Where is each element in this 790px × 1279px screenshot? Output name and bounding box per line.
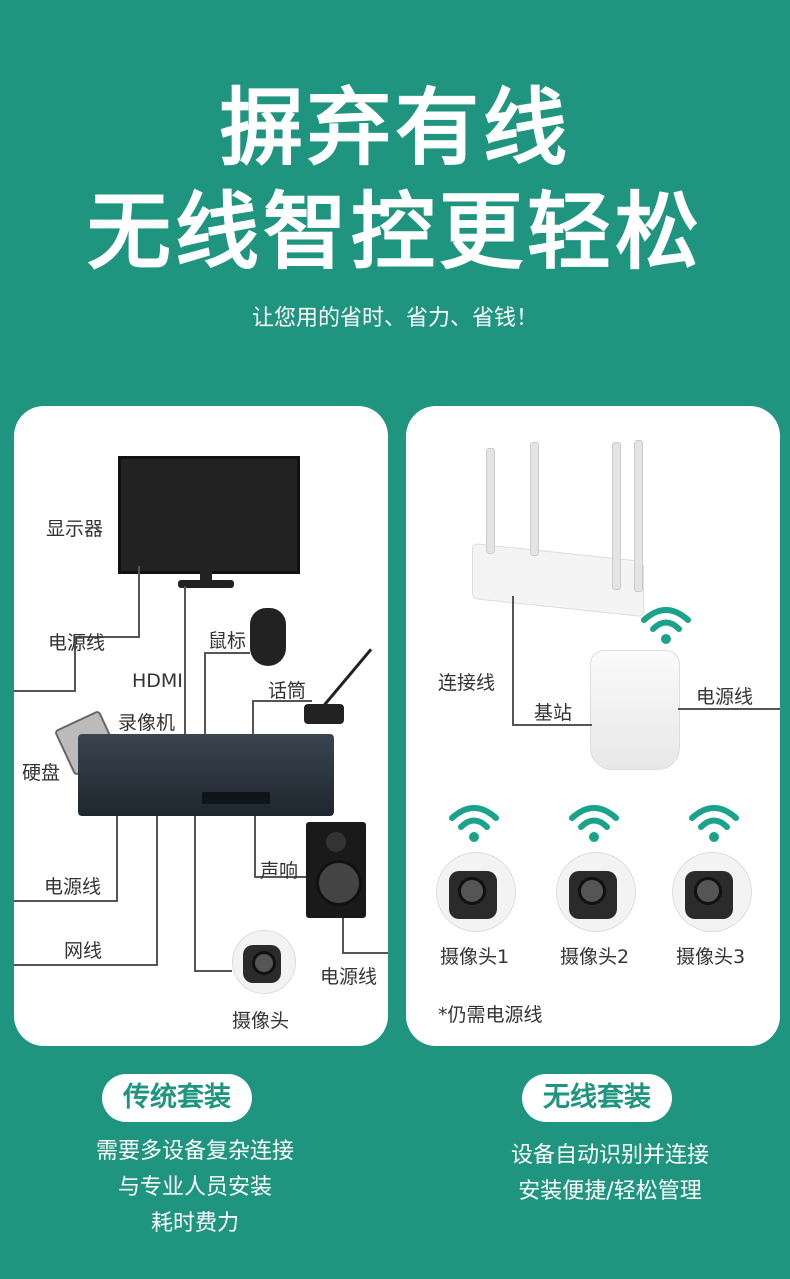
label-mic: 话筒 bbox=[268, 680, 307, 702]
label-camera: 摄像头 bbox=[232, 1010, 290, 1032]
router-antenna bbox=[486, 448, 495, 554]
camera-1-image bbox=[436, 852, 516, 932]
nvr-panel bbox=[202, 792, 270, 804]
subtitle: 让您用的省时、省力、省钱！ bbox=[251, 306, 538, 331]
wireless-desc-line: 安装便捷/轻松管理 bbox=[518, 1179, 702, 1204]
label-connect: 连接线 bbox=[438, 672, 496, 694]
label-camera-3: 摄像头3 bbox=[676, 946, 746, 968]
monitor-neck bbox=[200, 570, 212, 582]
traditional-desc-line: 需要多设备复杂连接 bbox=[95, 1139, 294, 1164]
label-hdd: 硬盘 bbox=[22, 762, 61, 784]
traditional-desc: 需要多设备复杂连接 与专业人员安装 耗时费力 bbox=[40, 1134, 350, 1242]
wireless-panel: 连接线 基站 电源线 摄像头1 摄像头2 摄像头3 *仍需电源线 bbox=[406, 406, 780, 1046]
wifi-icon bbox=[449, 805, 499, 842]
mic-stem bbox=[322, 648, 373, 707]
router-antenna bbox=[634, 440, 643, 592]
headline-line1: 摒弃有线 bbox=[218, 79, 571, 177]
label-monitor: 显示器 bbox=[46, 518, 104, 540]
speaker-image bbox=[306, 822, 366, 918]
mouse-image bbox=[250, 608, 286, 666]
traditional-panel: 显示器 电源线 HDMI 鼠标 话筒 录像机 硬盘 声响 电源线 网线 电源线 … bbox=[14, 406, 388, 1046]
traditional-desc-line: 耗时费力 bbox=[150, 1211, 239, 1236]
label-note: *仍需电源线 bbox=[438, 1004, 543, 1026]
wireless-desc: 设备自动识别并连接 安装便捷/轻松管理 bbox=[450, 1138, 770, 1210]
label-network: 网线 bbox=[64, 940, 103, 962]
monitor-image bbox=[118, 456, 300, 574]
traditional-desc-line: 与专业人员安装 bbox=[117, 1175, 272, 1200]
label-camera-2: 摄像头2 bbox=[560, 946, 630, 968]
label-camera-1: 摄像头1 bbox=[440, 946, 510, 968]
label-mouse: 鼠标 bbox=[208, 630, 247, 652]
traditional-title: 传统套装 bbox=[102, 1074, 252, 1122]
microphone-image bbox=[304, 704, 344, 724]
wireless-desc-line: 设备自动识别并连接 bbox=[510, 1143, 709, 1168]
router-antenna bbox=[612, 442, 621, 590]
label-power-1: 电源线 bbox=[48, 632, 106, 654]
label-power-3: 电源线 bbox=[320, 966, 378, 988]
wifi-icon bbox=[641, 607, 691, 644]
label-speaker: 声响 bbox=[260, 860, 299, 882]
label-power-2: 电源线 bbox=[44, 876, 102, 898]
router-antenna bbox=[530, 442, 539, 556]
wifi-icon bbox=[689, 805, 739, 842]
headline-line2: 无线智控更轻松 bbox=[86, 183, 703, 281]
label-base: 基站 bbox=[534, 702, 573, 724]
wireless-title: 无线套装 bbox=[522, 1074, 672, 1122]
wifi-icon bbox=[569, 805, 619, 842]
label-power: 电源线 bbox=[696, 686, 754, 708]
camera-2-image bbox=[556, 852, 636, 932]
label-nvr: 录像机 bbox=[118, 712, 176, 734]
monitor-stand bbox=[178, 580, 234, 588]
camera-image bbox=[232, 930, 296, 994]
camera-3-image bbox=[672, 852, 752, 932]
base-station-image bbox=[590, 650, 680, 770]
label-hdmi: HDMI bbox=[132, 670, 183, 692]
